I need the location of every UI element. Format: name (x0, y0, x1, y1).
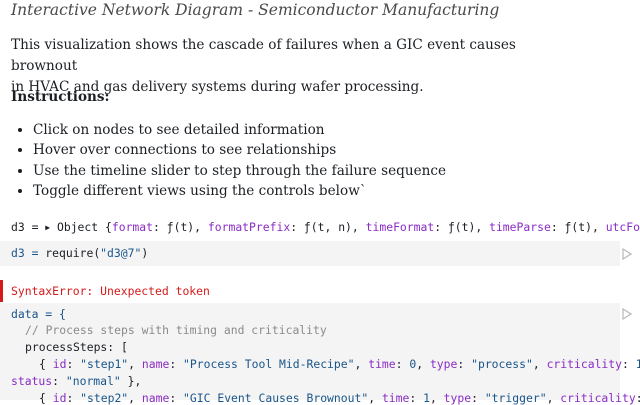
instructions-label: Instructions: (11, 89, 110, 105)
code-line-text: data = { (11, 307, 66, 321)
code-line: processSteps: [ (25, 340, 128, 354)
code-line: { id: "step1", name: "Process Tool Mid-R… (39, 357, 640, 371)
code-cell-data[interactable]: data = { // Process steps with timing an… (0, 303, 640, 405)
code-cell-require[interactable]: d3 = require("d3@7") (0, 241, 620, 266)
d3-output-lhs: d3 = (11, 220, 46, 234)
d3-inspector-output[interactable]: d3 = ▶ Object {format: ƒ(t), formatPrefi… (11, 220, 640, 234)
object-value: ƒ(t) (564, 220, 592, 234)
play-icon[interactable] (622, 308, 632, 320)
object-key: format (111, 220, 154, 234)
code-string: "d3@7" (100, 246, 142, 260)
play-icon[interactable] (622, 248, 632, 260)
object-key: timeParse (489, 220, 551, 234)
object-value: ƒ(t) (447, 220, 476, 234)
description-line-2: in HVAC and gas delivery systems during … (11, 79, 424, 95)
code-line: d3 = require("d3@7") (11, 246, 149, 260)
list-item: Hover over connections to see relationsh… (33, 140, 633, 160)
object-value: ƒ(t, n) (303, 220, 352, 234)
instructions-list: Click on nodes to see detailed informati… (11, 120, 633, 202)
error-indicator (0, 280, 3, 302)
code-comment: // Process steps with timing and critica… (25, 323, 327, 337)
list-item: Use the timeline slider to step through … (33, 161, 633, 181)
error-message: SyntaxError: Unexpected token (11, 284, 210, 298)
caret-right-icon[interactable]: ▶ (45, 223, 51, 232)
code-line: { id: "step2", name: "GIC Event Causes B… (39, 391, 640, 405)
object-value: ƒ(t) (166, 220, 195, 234)
code-line: status: "normal" }, (11, 374, 142, 388)
description-line-1: This visualization shows the cascade of … (11, 37, 516, 74)
code-lhs: d3 = (11, 246, 46, 260)
d3-output-type: Object (56, 220, 99, 234)
list-item: Toggle different views using the control… (33, 181, 633, 201)
list-item: Click on nodes to see detailed informati… (33, 120, 633, 140)
code-line: data = { (11, 307, 66, 321)
object-key: formatPrefix (207, 220, 291, 234)
cell-heading: Interactive Network Diagram - Semiconduc… (11, 1, 500, 19)
object-key: utcFormat (605, 220, 640, 234)
object-key: timeFormat (365, 220, 435, 234)
code-function: require (45, 246, 94, 260)
description-paragraph: This visualization shows the cascade of … (11, 35, 571, 98)
